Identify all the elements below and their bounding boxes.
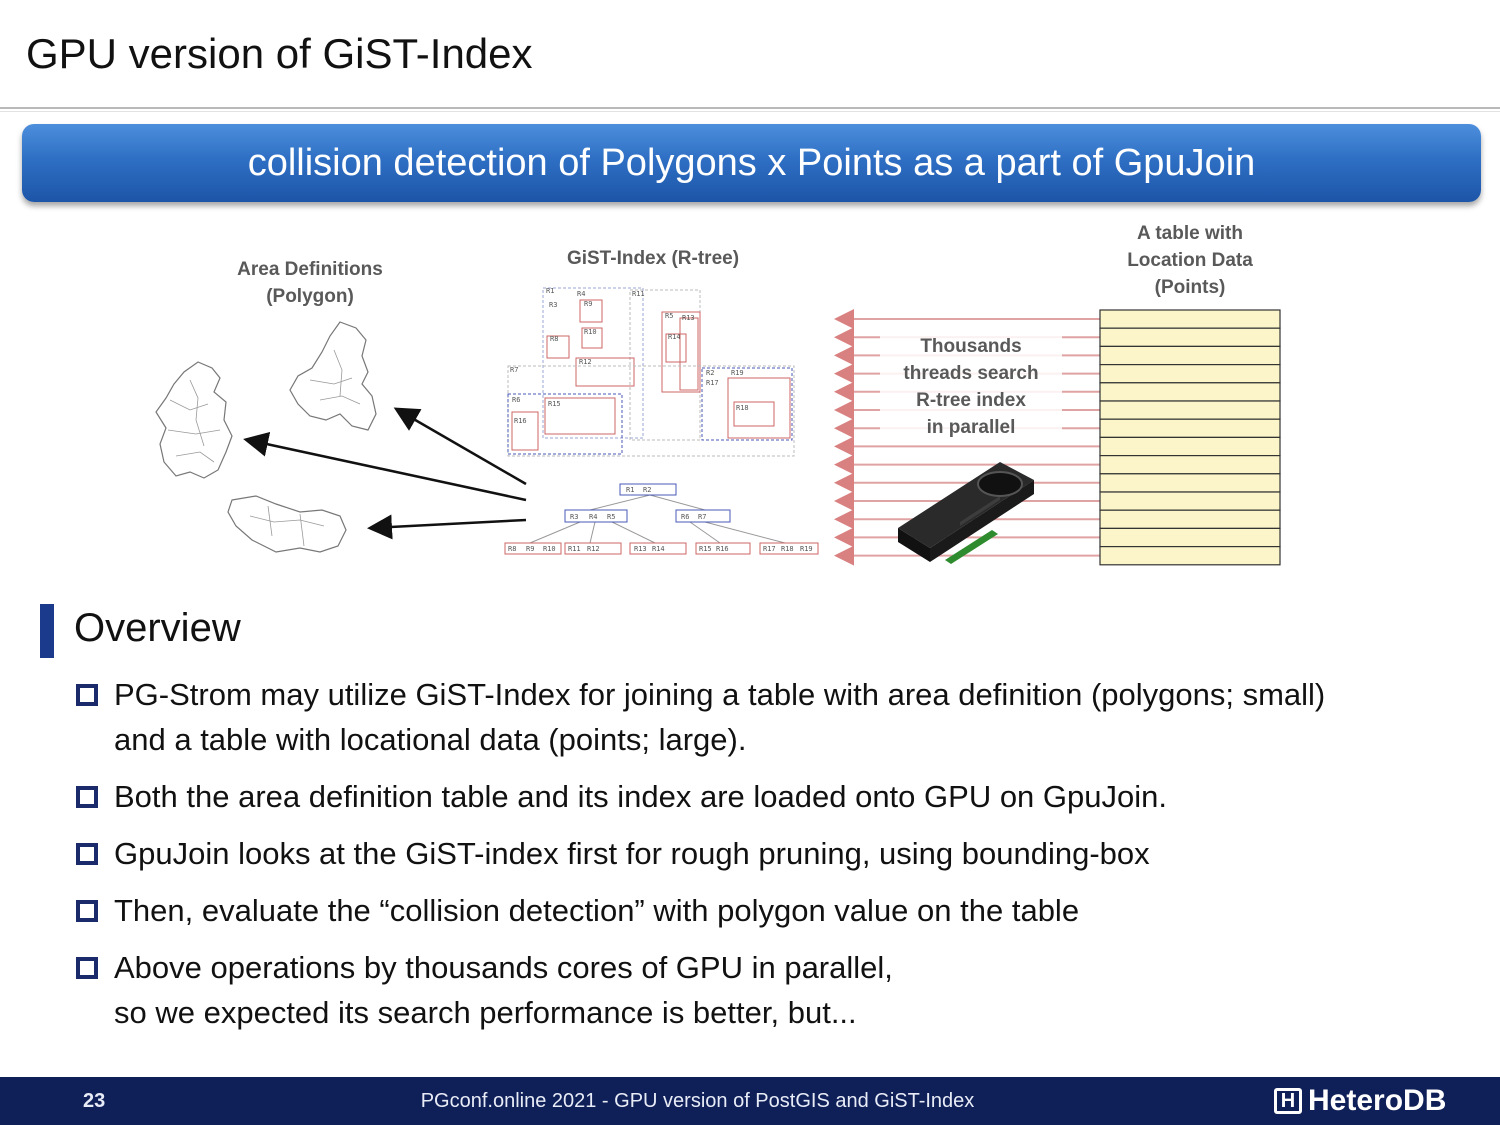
- overview-heading: Overview: [74, 606, 241, 650]
- svg-text:R14: R14: [652, 545, 665, 553]
- rtree-boxes: [507, 287, 795, 457]
- table-row: [1099, 400, 1281, 420]
- checkbox-bullet-icon: [76, 957, 98, 979]
- svg-text:R13: R13: [682, 314, 695, 322]
- table-row: [1099, 364, 1281, 384]
- svg-text:R7: R7: [698, 513, 706, 521]
- svg-text:R8: R8: [508, 545, 516, 553]
- arrow-to-map-3: [367, 514, 527, 540]
- table-row: [1099, 418, 1281, 439]
- svg-text:R5: R5: [665, 312, 673, 320]
- list-item: GpuJoin looks at the GiST-index first fo…: [76, 831, 1476, 876]
- rtree-node-labels: R1 R2 R3 R4 R5 R6 R7 R8 R9 R10 R11 R12 R…: [508, 486, 813, 553]
- overview-bullet-list: PG-Strom may utilize GiST-Index for join…: [76, 672, 1476, 1047]
- banner-text: collision detection of Polygons x Points…: [247, 141, 1256, 184]
- footer-text: PGconf.online 2021 - GPU version of Post…: [420, 1090, 975, 1112]
- arrow-to-map-2: [393, 407, 527, 486]
- rtree-box-labels: R1 R3 R4 R5 R6 R7 R8 R9 R10 R11 R12 R13 …: [510, 287, 749, 425]
- table-row: [1099, 527, 1281, 548]
- diagram-canvas: R1 R3 R4 R5 R6 R7 R8 R9 R10 R11 R12 R13 …: [155, 287, 1281, 566]
- table-row: [1099, 509, 1281, 530]
- checkbox-bullet-icon: [76, 900, 98, 922]
- svg-text:R15: R15: [548, 400, 561, 408]
- table-row: [1099, 345, 1281, 366]
- arrow-to-map-1: [243, 432, 527, 502]
- svg-text:R19: R19: [731, 369, 744, 377]
- title-divider-shadow: [0, 111, 1500, 112]
- svg-text:R6: R6: [512, 396, 520, 404]
- table-row: [1099, 545, 1281, 566]
- svg-text:R9: R9: [584, 300, 592, 308]
- logo-wordmark: HeteroDB: [1308, 1084, 1447, 1117]
- threads-label: Thousands threads search R-tree index in…: [880, 333, 1062, 441]
- area-definitions-label: Area Definitions (Polygon): [237, 259, 383, 307]
- checkbox-bullet-icon: [76, 786, 98, 808]
- list-item: Then, evaluate the “collision detection”…: [76, 888, 1476, 933]
- polygon-map-3: [227, 495, 347, 553]
- table-row: [1099, 382, 1281, 402]
- svg-text:R7: R7: [510, 366, 518, 374]
- svg-text:R15: R15: [699, 545, 712, 553]
- svg-text:R19: R19: [800, 545, 813, 553]
- svg-text:R18: R18: [781, 545, 794, 553]
- location-table-label: A table with Location Data (Points): [1127, 223, 1253, 298]
- list-item: PG-Strom may utilize GiST-Index for join…: [76, 672, 1476, 762]
- svg-text:R11: R11: [632, 290, 645, 298]
- polygon-map-1: [155, 361, 233, 479]
- svg-text:R5: R5: [607, 513, 615, 521]
- svg-text:R3: R3: [549, 301, 557, 309]
- svg-text:R8: R8: [550, 335, 558, 343]
- svg-text:R4: R4: [589, 513, 597, 521]
- location-data-table: [1099, 309, 1281, 566]
- overview-accent-bar: [40, 604, 54, 658]
- table-row: [1099, 473, 1281, 493]
- checkbox-bullet-icon: [76, 684, 98, 706]
- svg-text:R17: R17: [763, 545, 776, 553]
- svg-text:R2: R2: [706, 369, 714, 377]
- svg-text:R13: R13: [634, 545, 647, 553]
- list-item: Above operations by thousands cores of G…: [76, 945, 1476, 1035]
- table-row: [1099, 327, 1281, 348]
- heterodb-logo: H HeteroDB: [1274, 1084, 1447, 1117]
- svg-text:R1: R1: [626, 486, 634, 494]
- list-item: Both the area definition table and its i…: [76, 774, 1476, 819]
- table-row: [1099, 436, 1281, 457]
- page-number: 23: [83, 1090, 106, 1112]
- svg-text:R16: R16: [716, 545, 729, 553]
- subtitle-banner: collision detection of Polygons x Points…: [22, 124, 1481, 202]
- table-row: [1099, 309, 1281, 329]
- footer-bar: 23 PGconf.online 2021 - GPU version of P…: [0, 1077, 1500, 1125]
- svg-text:R6: R6: [681, 513, 689, 521]
- svg-text:R11: R11: [568, 545, 581, 553]
- table-row: [1099, 491, 1281, 511]
- polygon-map-2: [289, 321, 377, 431]
- checkbox-bullet-icon: [76, 843, 98, 865]
- svg-text:R4: R4: [577, 290, 585, 298]
- gist-index-label: GiST-Index (R-tree): [566, 248, 740, 269]
- svg-text:R9: R9: [526, 545, 534, 553]
- title-divider: [0, 107, 1500, 109]
- svg-text:R2: R2: [643, 486, 651, 494]
- svg-text:R17: R17: [706, 379, 719, 387]
- slide-title: GPU version of GiST-Index: [26, 30, 533, 77]
- rtree-node-tree: [504, 483, 819, 555]
- svg-text:R12: R12: [579, 358, 592, 366]
- svg-text:R18: R18: [736, 404, 749, 412]
- gpu-card-icon: [898, 462, 1034, 564]
- svg-text:R3: R3: [570, 513, 578, 521]
- svg-text:R12: R12: [587, 545, 600, 553]
- svg-text:R14: R14: [668, 333, 681, 341]
- heterodb-logo-icon: H: [1274, 1088, 1302, 1114]
- table-row: [1099, 455, 1281, 475]
- svg-text:R16: R16: [514, 417, 527, 425]
- svg-text:R10: R10: [584, 328, 597, 336]
- svg-text:R10: R10: [543, 545, 556, 553]
- svg-text:R1: R1: [546, 287, 554, 295]
